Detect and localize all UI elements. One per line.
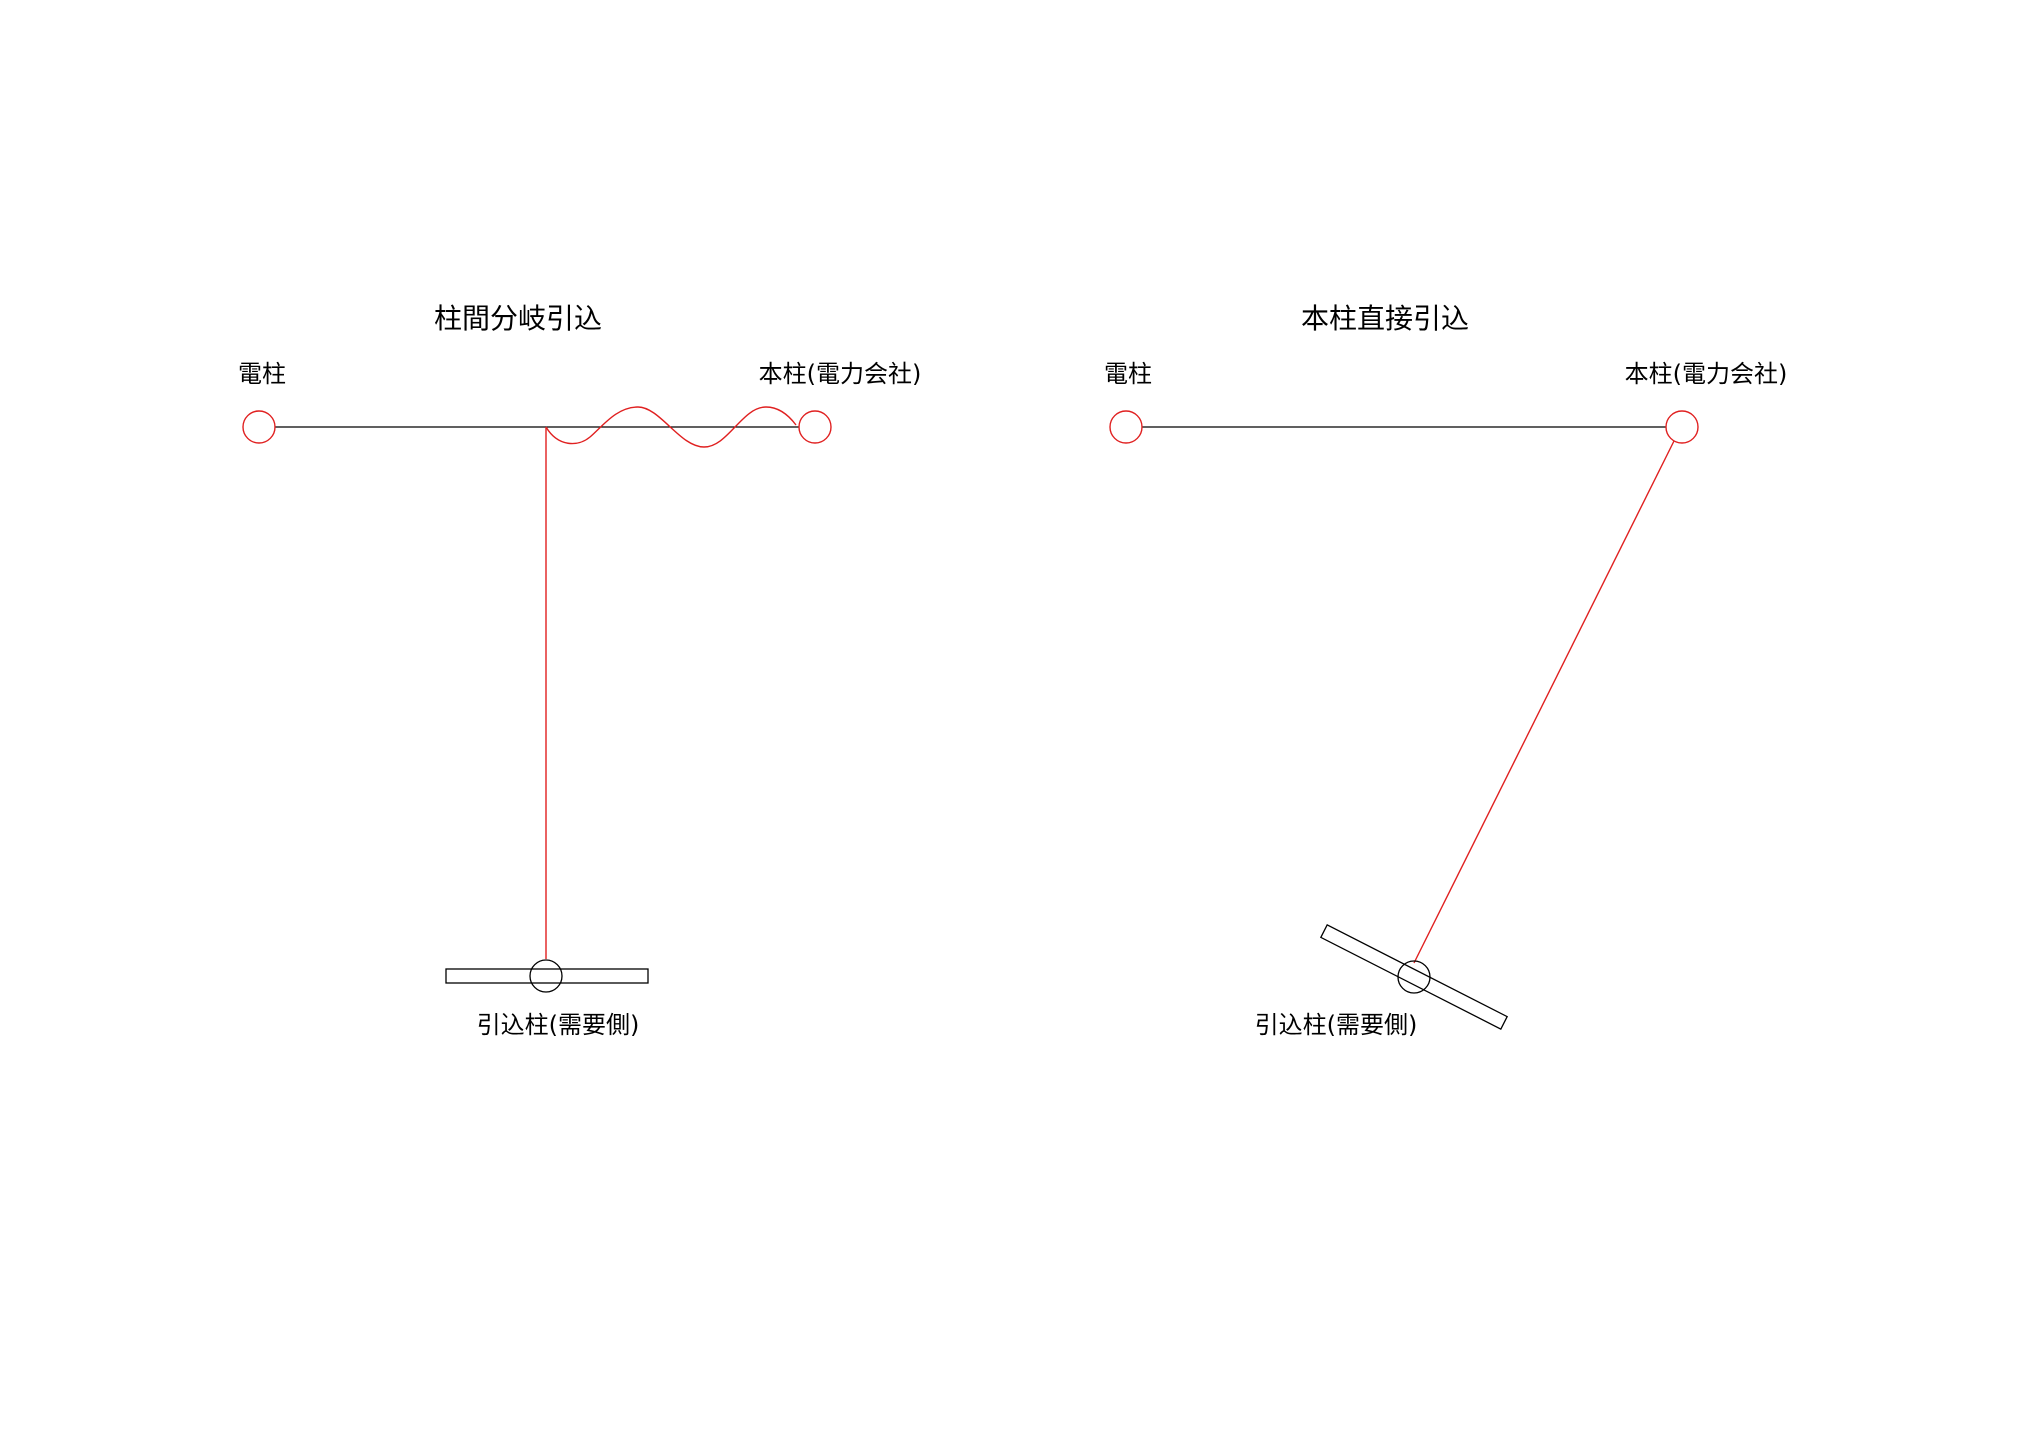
diagram-title: 本柱直接引込 <box>1301 302 1469 335</box>
service-pole-crossarm <box>445 968 649 984</box>
service-drop-line <box>1413 440 1675 964</box>
main-pole <box>798 410 832 444</box>
pole-label: 電柱 <box>1104 360 1152 388</box>
main-pole-label: 本柱(電力会社) <box>1625 360 1788 388</box>
service-pole <box>1397 960 1431 994</box>
utility-pole <box>1109 410 1143 444</box>
main-pole-label: 本柱(電力会社) <box>759 360 922 388</box>
main-pole <box>1665 410 1699 444</box>
service-pole-label: 引込柱(需要側) <box>1255 1011 1418 1039</box>
utility-pole <box>242 410 276 444</box>
service-pole-crossarm <box>1319 924 1509 1030</box>
slack-service-wire <box>545 406 797 448</box>
diagram-direct-from-main-pole: 本柱直接引込 電柱 本柱(電力会社) 引込柱(需要側) <box>1104 302 1787 1039</box>
diagram-span-branch: 柱間分岐引込 電柱 本柱(電力会社) 引込柱(需要側) <box>238 302 921 1039</box>
diagram-title: 柱間分岐引込 <box>434 302 602 335</box>
pole-label: 電柱 <box>238 360 286 388</box>
service-pole <box>529 959 563 993</box>
service-pole-assembly <box>1319 924 1509 1030</box>
service-pole-label: 引込柱(需要側) <box>477 1011 640 1039</box>
